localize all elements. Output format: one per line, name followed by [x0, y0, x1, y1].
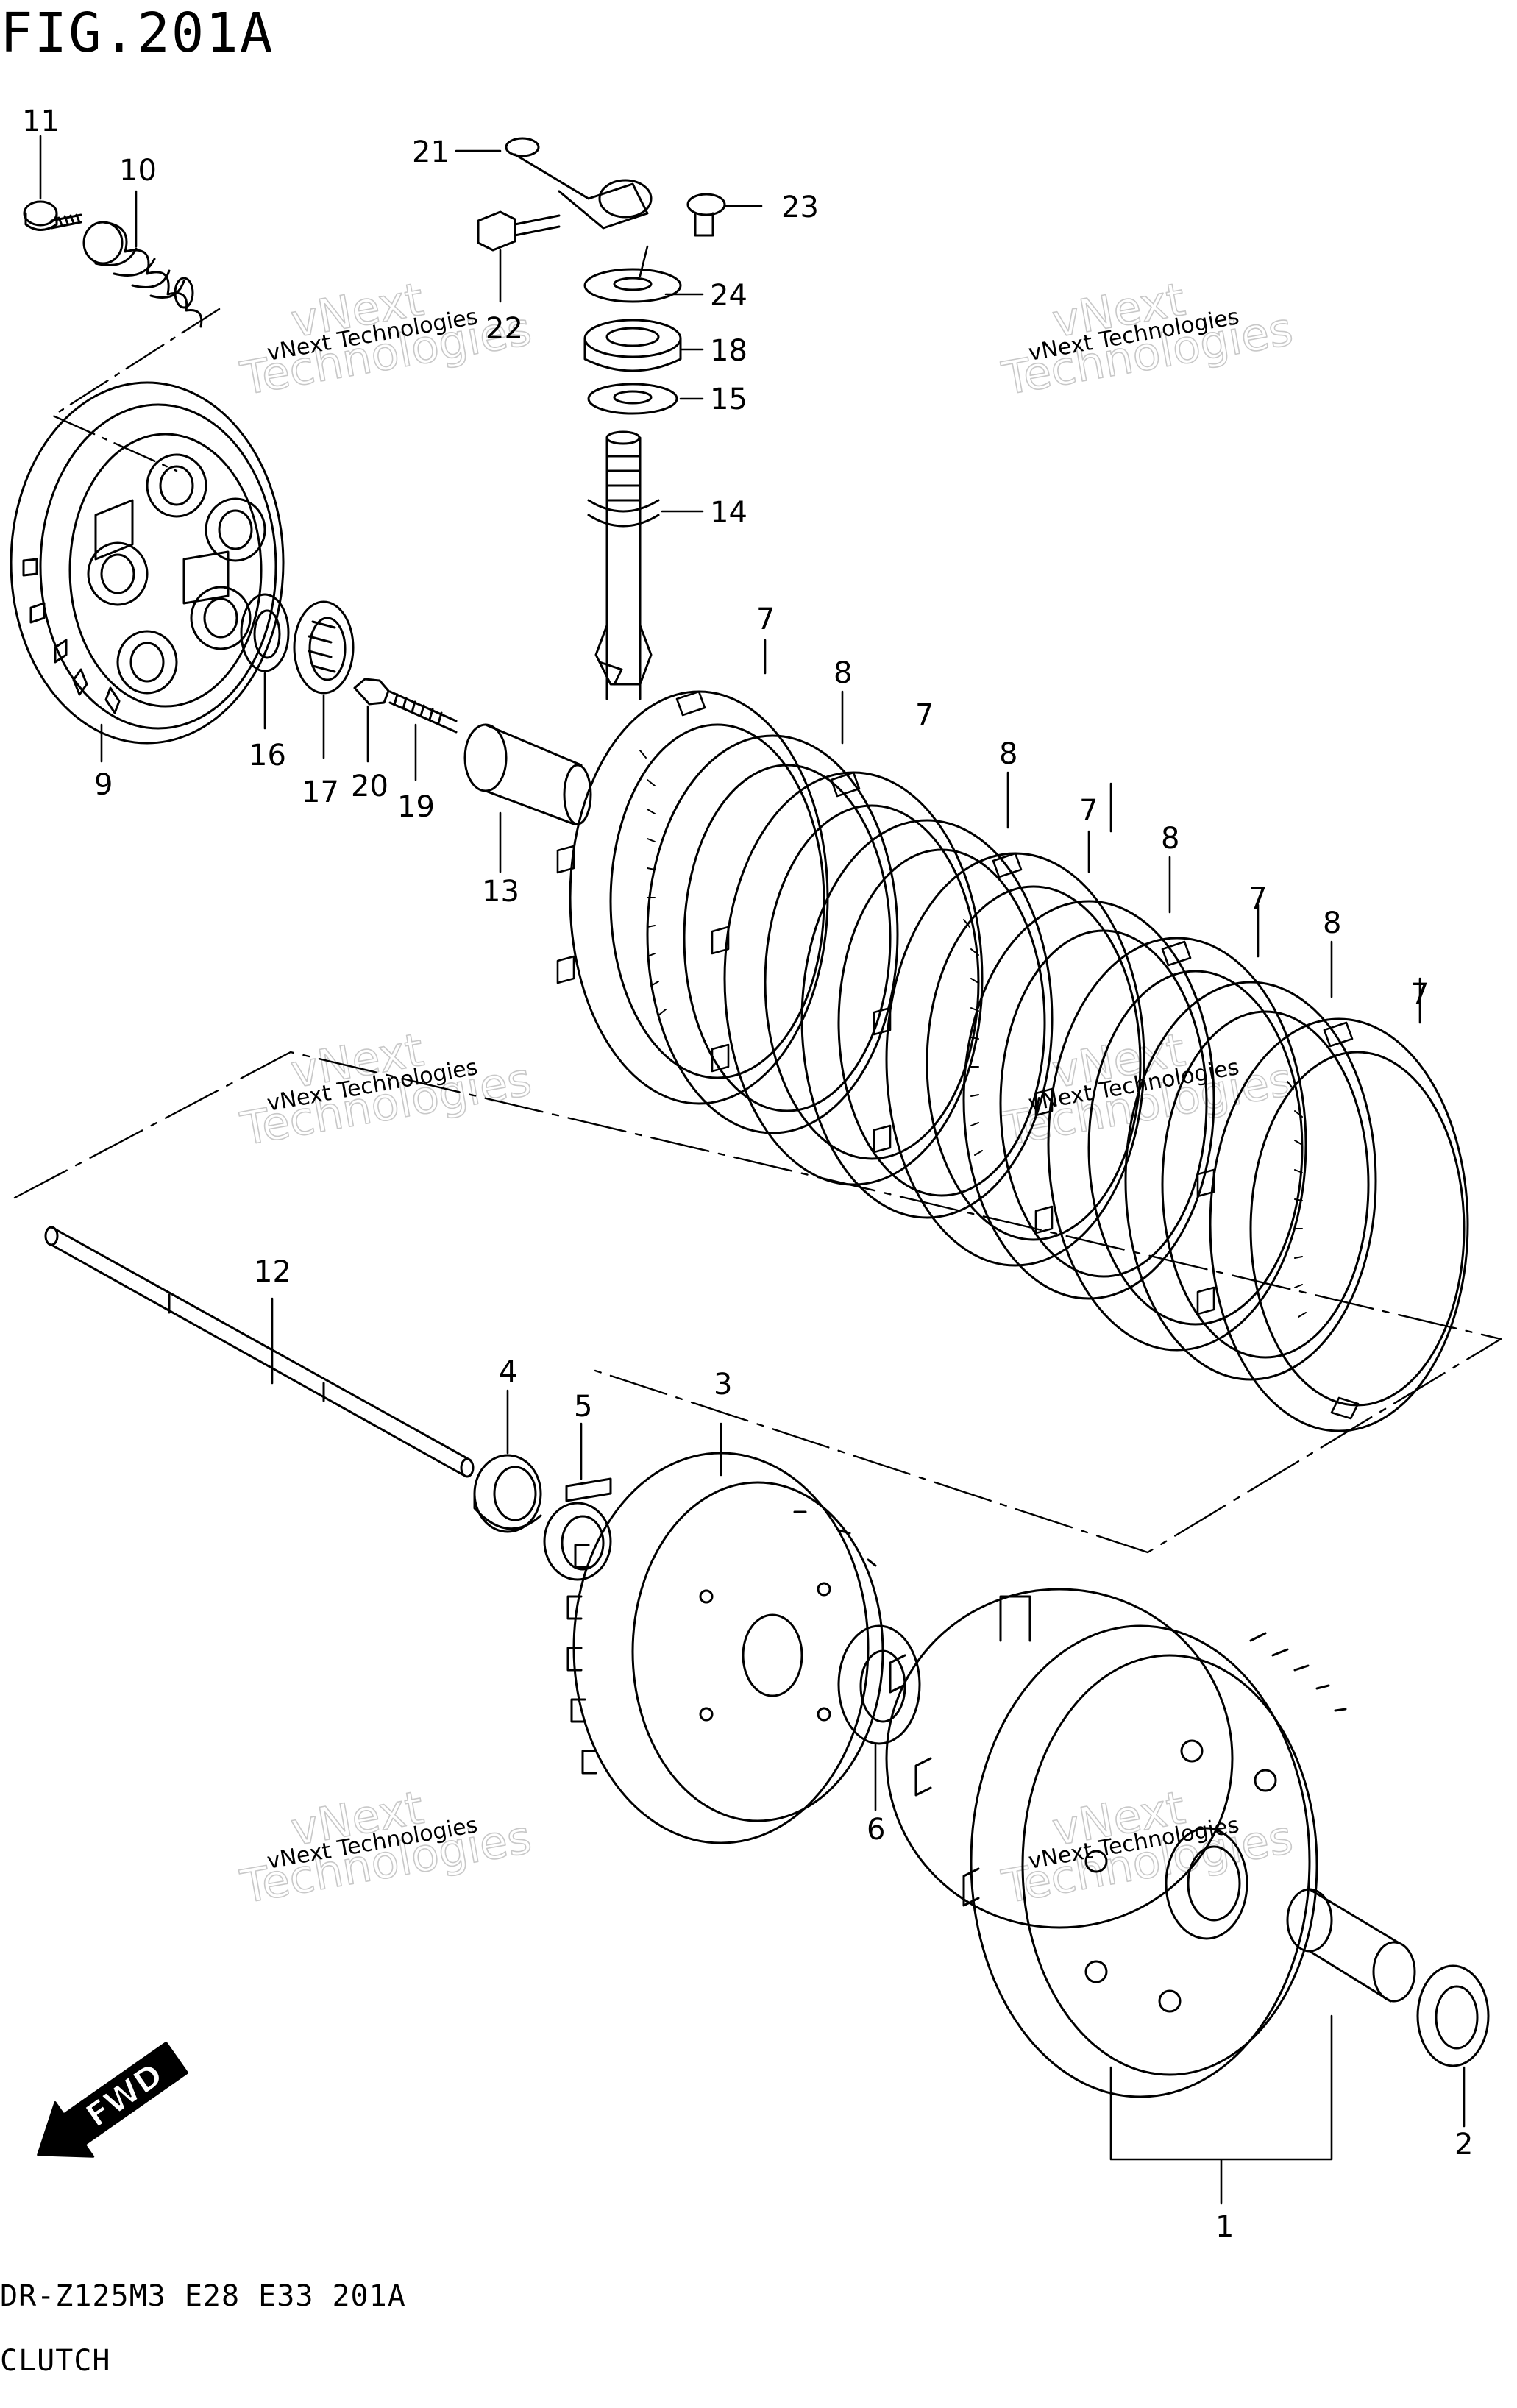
section-name-footer: CLUTCH — [0, 2344, 111, 2378]
callout-7d: 7 — [1248, 882, 1267, 916]
callout-3: 3 — [714, 1368, 732, 1402]
part-14-release-shaft — [587, 430, 660, 700]
model-code-footer: DR-Z125M3 E28 E33 201A — [0, 2279, 406, 2313]
part-12-push-rod — [44, 1226, 475, 1478]
callout-23: 23 — [781, 191, 819, 224]
part-4-bushing — [473, 1454, 542, 1533]
driven-plate-8c — [962, 900, 1215, 1300]
callout-12: 12 — [254, 1255, 291, 1289]
part-11-bolt — [23, 200, 82, 231]
callout-8a: 8 — [834, 656, 852, 690]
part-13-push-piece — [463, 723, 592, 825]
callout-16: 16 — [249, 739, 286, 773]
drive-plate-7a — [569, 690, 829, 1105]
watermark-bottom-right: Technologies vNext vNext Technologies — [998, 1780, 1297, 1914]
callout-7a: 7 — [756, 603, 775, 636]
clutch-plate-stack — [556, 690, 1469, 1432]
callout-18: 18 — [710, 334, 747, 368]
callout-8d: 8 — [1323, 906, 1341, 940]
part-16-washer — [240, 593, 290, 672]
part-5-lock-washer — [543, 1477, 612, 1581]
callout-21: 21 — [412, 135, 450, 169]
part-10-spring — [82, 221, 203, 328]
driven-plate-8d — [1124, 981, 1377, 1381]
assembly-outline — [13, 308, 1502, 1554]
drive-plate-7d — [1047, 937, 1307, 1352]
callout-4: 4 — [499, 1355, 517, 1389]
callout-8b: 8 — [999, 737, 1017, 771]
callout-14: 14 — [710, 496, 747, 530]
callout-1: 1 — [1215, 2210, 1234, 2244]
callout-9: 9 — [94, 768, 113, 802]
part-3-clutch-sleeve-hub — [566, 1452, 884, 1844]
plate-tabs — [556, 690, 1360, 1420]
watermark-top-right: Technologies vNext vNext Technologies — [998, 271, 1297, 406]
callout-11: 11 — [22, 104, 60, 138]
figure-title: FIG.201A — [0, 1, 274, 65]
watermark-middle-left: Technologies vNext vNext Technologies — [236, 1022, 536, 1157]
part-23-screw — [686, 193, 726, 237]
callout-5: 5 — [574, 1390, 592, 1424]
part-20-nut — [353, 678, 390, 706]
driven-plate-8a — [646, 734, 899, 1134]
fwd-arrow-icon: FWD — [37, 2041, 188, 2158]
callout-7b: 7 — [915, 698, 934, 732]
callout-20: 20 — [351, 770, 388, 803]
callout-6: 6 — [867, 1813, 885, 1847]
callout-7c: 7 — [1079, 794, 1098, 828]
callout-2: 2 — [1454, 2128, 1473, 2162]
callout-8c: 8 — [1161, 822, 1179, 856]
part-1-spacer — [1286, 1888, 1416, 2003]
part-18-oil-seal — [583, 319, 682, 372]
callout-15: 15 — [710, 383, 747, 416]
callout-10: 10 — [119, 154, 157, 188]
part-22-bolt — [477, 210, 561, 252]
part-2-thrust-washer — [1416, 1964, 1490, 2067]
callout-24: 24 — [710, 279, 747, 313]
callout-19: 19 — [397, 790, 435, 824]
part-1-primary-driven-gear — [885, 1588, 1347, 2098]
svg-text:FWD: FWD — [79, 2056, 171, 2135]
part-17-bearing — [293, 600, 355, 695]
leader-lines — [39, 135, 1466, 2205]
driven-plate-8b — [800, 819, 1054, 1219]
part-9-pressure-plate — [10, 381, 285, 745]
watermark-bottom-left: Technologies vNext vNext Technologies — [236, 1780, 536, 1914]
plate-teeth — [639, 750, 1307, 1318]
callout-7e: 7 — [1410, 978, 1429, 1012]
part-21-release-arm — [505, 137, 653, 230]
part-19-stud — [388, 690, 458, 734]
drive-plate-7b — [723, 771, 984, 1186]
callout-17: 17 — [302, 775, 339, 809]
callout-labels: 1 2 3 4 5 6 7 7 7 7 7 8 8 8 8 9 10 11 12… — [22, 104, 1473, 2244]
part-6-thrust-washer — [837, 1624, 921, 1745]
bosses — [87, 453, 266, 695]
callout-22: 22 — [486, 312, 523, 346]
part-15-washer — [587, 383, 678, 415]
callout-13: 13 — [482, 875, 519, 909]
part-24-washer — [583, 268, 682, 303]
